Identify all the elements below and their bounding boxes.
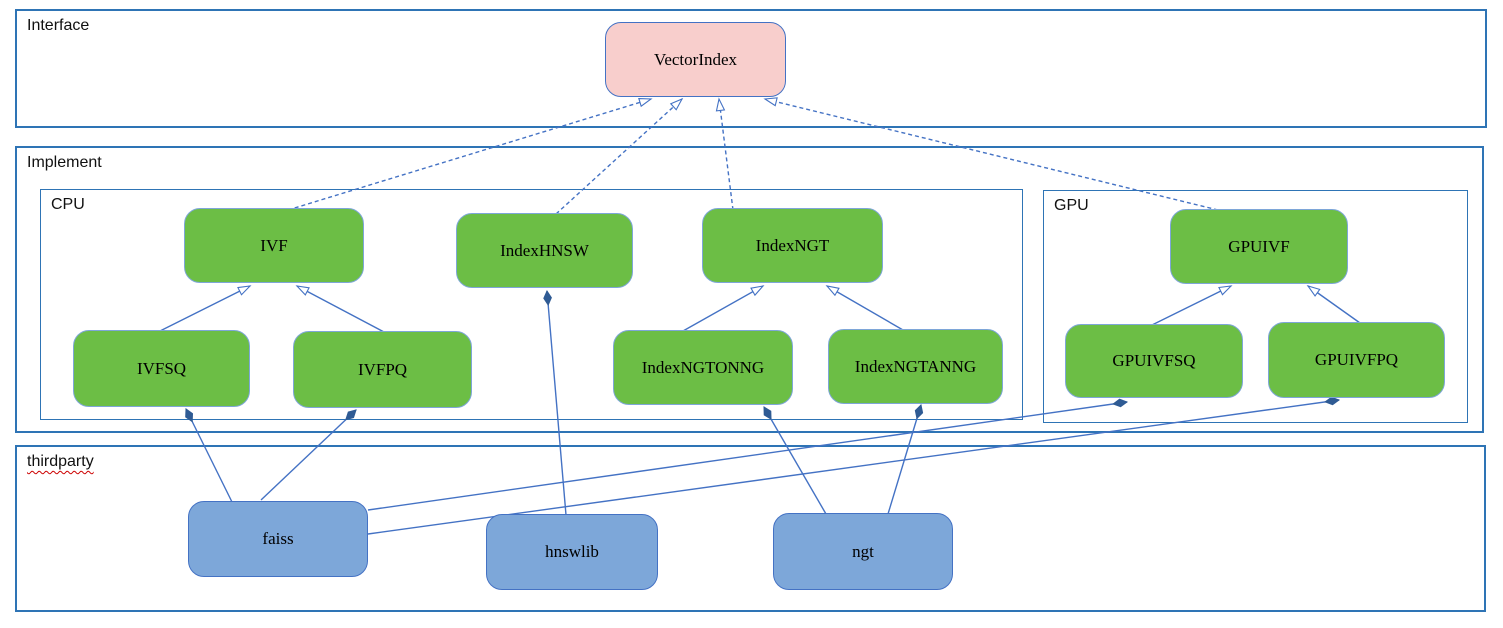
node-gpuivfsq: GPUIVFSQ [1065, 324, 1243, 398]
node-gpuivfpq: GPUIVFPQ [1268, 322, 1445, 398]
group-cpu-label: CPU [51, 196, 85, 213]
node-indexhnsw: IndexHNSW [456, 213, 633, 288]
node-ngt: ngt [773, 513, 953, 590]
node-vectorindex: VectorIndex [605, 22, 786, 97]
node-ivfsq: IVFSQ [73, 330, 250, 407]
node-ivf: IVF [184, 208, 364, 283]
group-thirdparty-label: thirdparty [27, 453, 94, 470]
node-indexngtonng: IndexNGTONNG [613, 330, 793, 405]
node-indexngtanng: IndexNGTANNG [828, 329, 1003, 404]
node-indexngt: IndexNGT [702, 208, 883, 283]
group-interface: Interface [15, 9, 1487, 128]
group-gpu-label: GPU [1054, 197, 1089, 214]
node-ivfpq: IVFPQ [293, 331, 472, 408]
node-faiss: faiss [188, 501, 368, 577]
node-hnswlib: hnswlib [486, 514, 658, 590]
group-implement-label: Implement [27, 154, 102, 171]
group-interface-label: Interface [27, 17, 90, 34]
node-gpuivf: GPUIVF [1170, 209, 1348, 284]
